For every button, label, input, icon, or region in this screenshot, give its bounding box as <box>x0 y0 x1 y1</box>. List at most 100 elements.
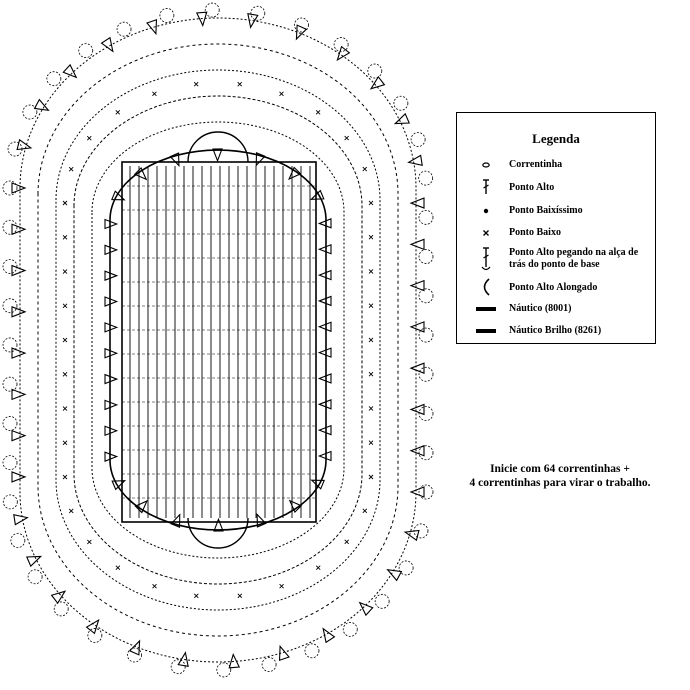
shell-stitch <box>317 347 332 358</box>
shell-stitch <box>104 451 119 462</box>
chain-loop <box>333 37 349 52</box>
single-crochet-mark <box>87 539 92 545</box>
legend-item-elongated-double-crochet: Ponto Alto Alongado <box>457 277 653 301</box>
single-crochet-mark <box>68 166 74 172</box>
shell-stitch <box>278 644 290 662</box>
single-crochet-mark <box>152 91 157 97</box>
single-crochet-mark <box>368 371 374 377</box>
shell-stitch <box>104 322 119 333</box>
single-crochet-mark <box>115 110 121 115</box>
shell-stitch <box>128 639 141 656</box>
single-crochet-mark <box>368 303 374 309</box>
shell-stitch <box>104 373 119 385</box>
shell-stitch <box>213 517 224 532</box>
single-crochet-mark <box>368 200 374 206</box>
shell-stitch <box>11 347 27 359</box>
round-outline <box>73 95 363 585</box>
single-crochet-mark <box>86 135 92 141</box>
shell-stitch <box>386 569 403 582</box>
chain-loop <box>159 8 175 23</box>
foundation-rectangle <box>121 161 317 523</box>
single-crochet-mark <box>279 91 284 97</box>
shell-stitch <box>317 373 332 384</box>
shell-stitch <box>322 627 336 644</box>
single-crochet-mark <box>68 508 74 514</box>
round-outline <box>109 149 327 531</box>
shell-stitch <box>13 514 29 526</box>
shell-stitch <box>170 513 181 528</box>
shell-stitch <box>177 651 189 667</box>
shell-stitch <box>146 18 158 36</box>
fan-arch <box>187 131 249 163</box>
single-crochet-mark <box>368 474 374 480</box>
single-crochet-mark <box>62 200 68 206</box>
round-outline <box>55 69 381 611</box>
single-crochet-mark <box>344 135 349 141</box>
chain-loop <box>78 43 94 59</box>
shell-stitch <box>317 295 332 307</box>
round-outline <box>37 43 399 637</box>
chain-loop <box>204 2 220 18</box>
shell-stitch <box>195 11 208 28</box>
chain-loop <box>2 416 18 431</box>
shell-stitch <box>369 75 386 90</box>
shell-stitch <box>247 13 259 29</box>
legend-item-single-crochet: Ponto Baixo <box>457 223 653 247</box>
chain-loop <box>393 95 409 111</box>
legend-label: Ponto Alto <box>509 182 555 193</box>
double-crochet-icon <box>483 179 489 194</box>
chain-loop <box>398 560 414 576</box>
chain-loop <box>418 445 434 461</box>
shell-stitch <box>403 529 420 542</box>
shell-stitch <box>409 197 425 209</box>
shell-stitch <box>288 499 303 514</box>
shell-stitch <box>62 63 78 79</box>
shell-stitch <box>228 652 241 669</box>
shell-stitch <box>393 112 411 125</box>
single-crochet-mark <box>62 303 68 309</box>
single-crochet-mark <box>62 440 68 446</box>
shell-stitch <box>212 148 223 163</box>
single-crochet-mark <box>362 166 368 172</box>
round-outline <box>91 121 345 559</box>
chain-loop <box>2 298 18 314</box>
shell-stitch <box>134 499 148 514</box>
shell-stitch <box>409 362 425 374</box>
chain-loop <box>7 141 23 157</box>
single-crochet-mark <box>62 234 68 240</box>
shell-stitch <box>104 296 119 307</box>
instructions-line-2: 4 correntinhas para virar o trabalho. <box>469 477 651 489</box>
shell-stitch <box>407 154 423 166</box>
shell-stitch <box>358 601 374 617</box>
shell-stitch <box>409 321 425 333</box>
shell-stitch <box>11 388 27 401</box>
shell-stitch <box>317 321 332 333</box>
chain-loop <box>2 455 18 471</box>
chain-loop <box>261 657 277 672</box>
start-instructions: Inicie com 64 correntinhas + 4 correntin… <box>440 462 680 490</box>
elongated-double-crochet-icon <box>483 278 490 296</box>
shell-stitch <box>133 166 148 181</box>
back-loop-double-crochet-icon <box>481 247 491 271</box>
chain-loop <box>53 601 69 617</box>
single-crochet-mark <box>62 371 68 377</box>
single-crochet-mark <box>237 593 243 599</box>
single-crochet-mark <box>62 269 68 274</box>
single-crochet-mark <box>193 81 199 87</box>
legend-label: Ponto Alto pegando na alça de trás do po… <box>509 247 639 270</box>
chain-loop <box>418 406 434 421</box>
chain-loop <box>87 628 103 643</box>
shell-stitch <box>104 244 119 256</box>
legend-label: Náutico Brilho (8261) <box>509 325 602 336</box>
chain-loop <box>418 366 434 382</box>
shell-stitch <box>11 306 27 318</box>
chain-loop <box>367 63 383 79</box>
shell-stitch <box>16 138 33 151</box>
legend-label: Correntinha <box>509 159 563 170</box>
chain-loop <box>170 659 186 675</box>
shell-stitch <box>255 152 266 167</box>
chain-loop <box>413 523 429 539</box>
legend-item-back-loop-double-crochet: Ponto Alto pegando na alça de trás do po… <box>457 245 653 275</box>
shell-stitch <box>11 182 27 194</box>
fan-arch <box>187 517 249 549</box>
